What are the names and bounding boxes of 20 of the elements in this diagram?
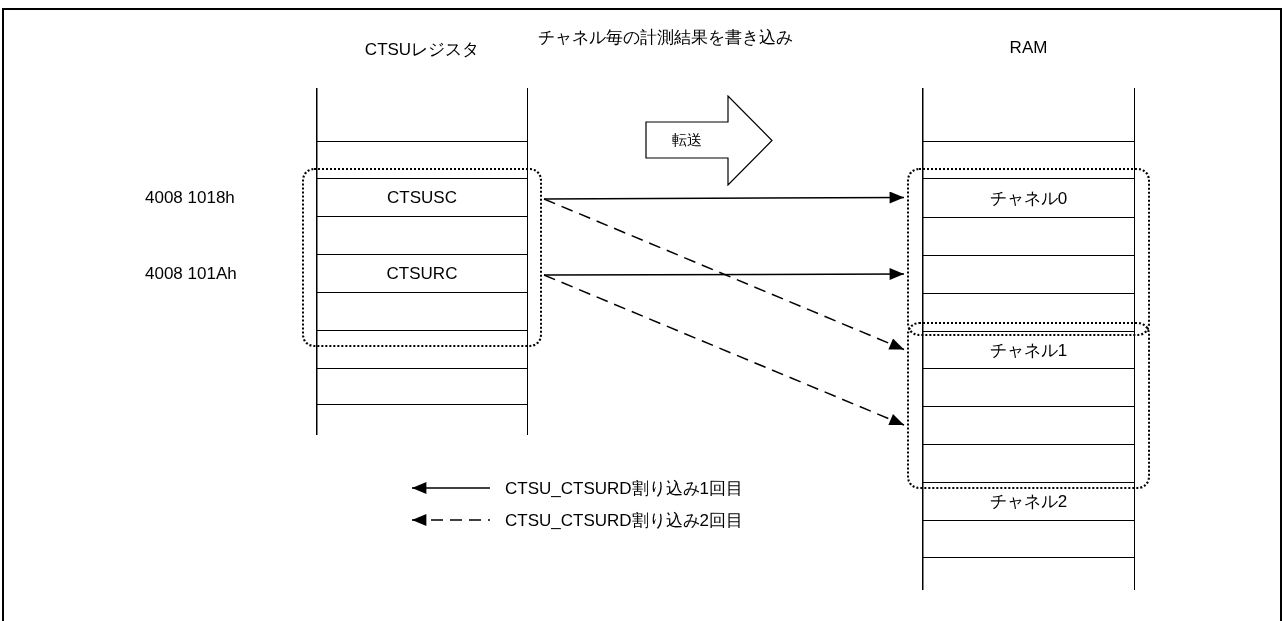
arrow	[543, 198, 905, 351]
block-arrow	[645, 95, 773, 186]
legend-text: CTSU_CTSURD割り込み2回目	[505, 510, 744, 532]
arrow-label: 転送	[670, 129, 703, 150]
transfer-caption: チャネル毎の計測結果を書き込み	[538, 27, 793, 49]
memory-row	[316, 368, 528, 405]
arrow	[543, 274, 905, 426]
arrow	[543, 268, 905, 281]
address-label: 4008 1018h	[145, 188, 235, 208]
memory-row	[922, 520, 1135, 558]
column-heading: CTSUレジスタ	[363, 39, 481, 61]
row-label: チャネル2	[989, 491, 1068, 513]
address-label: 4008 101Ah	[145, 264, 237, 284]
row-label: チャネル0	[989, 187, 1068, 210]
row-label: CTSUSC	[387, 187, 457, 208]
column-heading: RAM	[1008, 38, 1049, 58]
legend-text: CTSU_CTSURD割り込み1回目	[505, 478, 744, 500]
arrow	[543, 191, 905, 204]
row-label: CTSURC	[386, 263, 458, 284]
row-label: チャネル1	[989, 339, 1068, 362]
